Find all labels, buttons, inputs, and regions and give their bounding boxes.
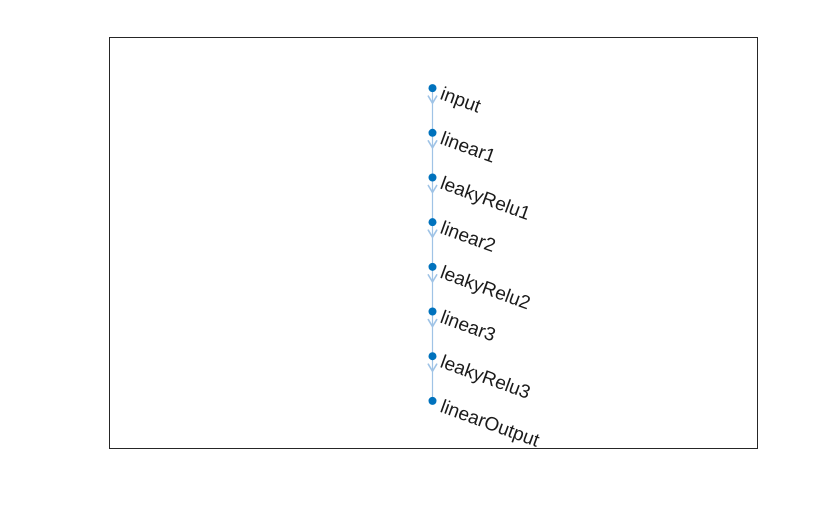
arrowhead-icon xyxy=(427,184,438,194)
arrowhead-icon xyxy=(427,363,438,373)
arrowhead-icon xyxy=(427,318,438,328)
arrowhead-icon xyxy=(427,140,438,149)
graph-node-linear3[interactable] xyxy=(428,307,437,316)
node-label-leakyRelu3: leakyRelu3 xyxy=(437,352,533,404)
node-label-linearOutput: linearOutput xyxy=(437,396,542,448)
node-label-leakyRelu2: leakyRelu2 xyxy=(437,262,533,314)
node-label-input: input xyxy=(437,84,484,118)
node-label-leakyRelu1: leakyRelu1 xyxy=(437,173,533,225)
graph-node-linearOutput[interactable] xyxy=(428,396,437,405)
node-label-linear3: linear3 xyxy=(437,307,498,346)
graph-node-linear1[interactable] xyxy=(428,128,437,137)
arrowhead-icon xyxy=(427,229,438,239)
graph-node-leakyRelu1[interactable] xyxy=(428,173,437,182)
graph-node-leakyRelu3[interactable] xyxy=(428,352,437,361)
node-label-linear2: linear2 xyxy=(437,218,498,257)
graph-node-input[interactable] xyxy=(428,84,437,93)
layer-graph-plot: inputlinear1leakyRelu1linear2leakyRelu2l… xyxy=(427,84,543,448)
graph-node-linear2[interactable] xyxy=(428,218,437,227)
arrowhead-icon xyxy=(427,95,438,104)
graph-node-leakyRelu2[interactable] xyxy=(428,262,437,271)
node-label-linear1: linear1 xyxy=(437,128,498,167)
arrowhead-icon xyxy=(427,274,438,283)
